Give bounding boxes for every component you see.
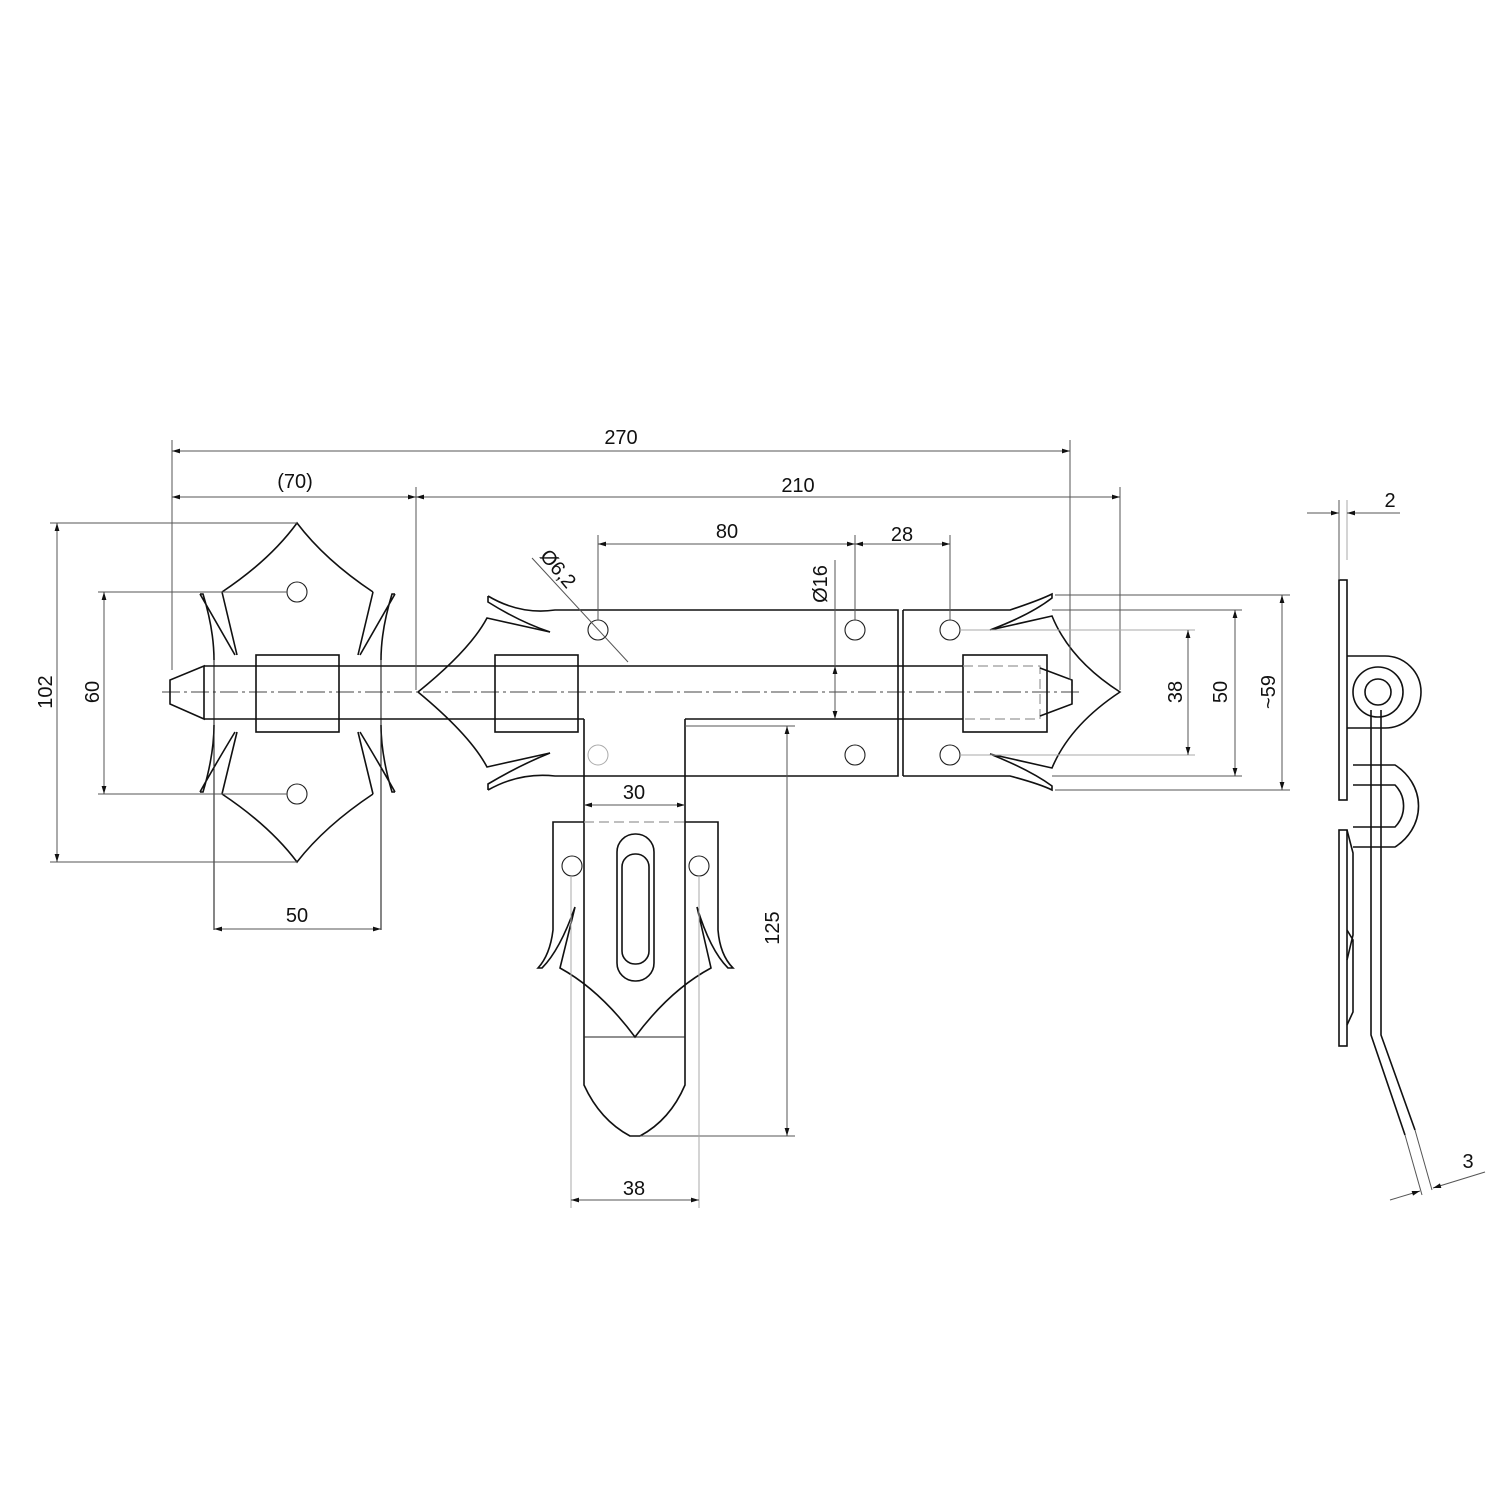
hasp-slot-inner <box>621 853 650 965</box>
bolt-rod <box>169 654 1073 733</box>
dim-right-plate-height: 50 <box>1210 681 1232 703</box>
dim-hole-offset: 28 <box>891 524 913 546</box>
dim-overall-length: 270 <box>604 427 637 449</box>
hasp <box>536 719 735 1137</box>
screw-hole <box>844 744 866 766</box>
screw-hole <box>286 581 308 603</box>
dim-hasp-length: 125 <box>762 911 784 944</box>
screw-hole <box>939 744 961 766</box>
side-view <box>1307 500 1486 1201</box>
screw-hole <box>561 855 583 877</box>
screw-hole <box>844 619 866 641</box>
dim-left-plate-width: 50 <box>286 905 308 927</box>
dim-plate-thickness: 2 <box>1384 490 1395 512</box>
dim-hasp-plate-width: 38 <box>623 1178 645 1200</box>
screw-hole <box>688 855 710 877</box>
dim-right-hole-spacing: 38 <box>1165 681 1187 703</box>
dim-bolt-length: 210 <box>781 475 814 497</box>
dim-hole-spacing: 80 <box>716 521 738 543</box>
dimension-lines <box>50 440 1290 1208</box>
hasp-slot <box>616 833 655 982</box>
left-sleeve <box>255 654 340 733</box>
dim-left-offset: (70) <box>277 471 313 493</box>
dim-left-hole-spacing: 60 <box>82 681 104 703</box>
left-mounting-plate <box>199 521 396 930</box>
center-sleeve <box>494 654 579 733</box>
dim-hasp-thickness: 3 <box>1462 1151 1473 1173</box>
screw-hole-hidden <box>587 744 609 766</box>
dim-hasp-width: 30 <box>623 782 645 804</box>
screw-hole <box>286 783 308 805</box>
right-sleeve <box>962 654 1048 733</box>
dim-right-spike-height: ~59 <box>1258 675 1280 709</box>
dim-rod-diameter: Ø16 <box>810 565 832 603</box>
screw-hole <box>939 619 961 641</box>
dim-left-plate-height: 102 <box>35 675 57 708</box>
